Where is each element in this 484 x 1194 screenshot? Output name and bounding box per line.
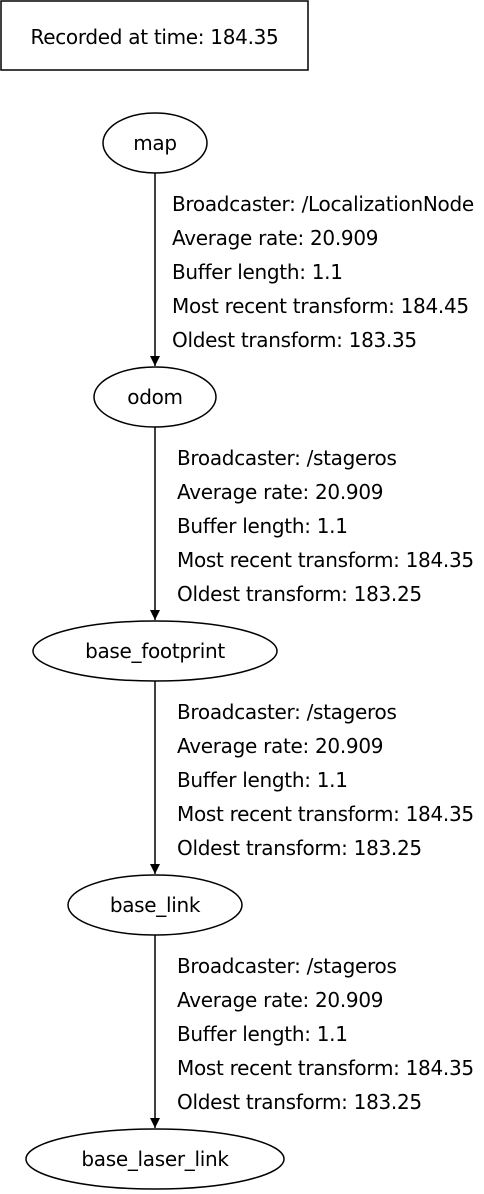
node-label: base_laser_link <box>81 1147 229 1171</box>
edge-info-line: Most recent transform: 184.35 <box>177 1056 474 1080</box>
edge-info-line: Most recent transform: 184.35 <box>177 548 474 572</box>
edge-info-line: Buffer length: 1.1 <box>172 260 343 284</box>
node-label: base_link <box>110 893 201 917</box>
edge-info-line: Broadcaster: /stageros <box>177 700 397 724</box>
node-ellipse[interactable] <box>32 620 278 682</box>
node-label: map <box>133 131 177 155</box>
node-ellipse[interactable] <box>67 874 243 936</box>
edge-info-line: Broadcaster: /stageros <box>177 446 397 470</box>
edge-info-line: Broadcaster: /LocalizationNode <box>172 192 474 216</box>
nodes-layer: map odom base_footprint base_link base_laser… <box>25 112 285 1190</box>
edge-info-line: Most recent transform: 184.45 <box>172 294 469 318</box>
frame-node-base-link[interactable]: base_link <box>67 874 243 936</box>
edge-info-line: Broadcaster: /stageros <box>177 954 397 978</box>
edge-info-line: Average rate: 20.909 <box>177 988 383 1012</box>
edge-info-line: Average rate: 20.909 <box>177 480 383 504</box>
edge-info-line: Oldest transform: 183.35 <box>172 328 417 352</box>
node-label: odom <box>127 385 182 409</box>
frame-node-odom[interactable]: odom <box>93 366 217 428</box>
edge-info-line: Oldest transform: 183.25 <box>177 836 422 860</box>
node-label: base_footprint <box>85 639 225 663</box>
header-frame <box>0 0 309 71</box>
edge-info-line: Oldest transform: 183.25 <box>177 582 422 606</box>
frame-node-map[interactable]: map <box>102 112 208 174</box>
edge-info-line: Buffer length: 1.1 <box>177 768 348 792</box>
edge-info-line: Average rate: 20.909 <box>177 734 383 758</box>
header-box: Recorded at time: 184.35 <box>0 0 309 71</box>
edge-info-line: Most recent transform: 184.35 <box>177 802 474 826</box>
edge-info-line: Average rate: 20.909 <box>172 226 378 250</box>
edge-info-line: Oldest transform: 183.25 <box>177 1090 422 1114</box>
edge-info-line: Buffer length: 1.1 <box>177 1022 348 1046</box>
header-text: Recorded at time: 184.35 <box>31 25 279 49</box>
node-ellipse[interactable] <box>25 1128 285 1190</box>
edge-info-line: Buffer length: 1.1 <box>177 514 348 538</box>
node-ellipse[interactable] <box>93 366 217 428</box>
frame-node-base-footprint[interactable]: base_footprint <box>32 620 278 682</box>
node-ellipse[interactable] <box>102 112 208 174</box>
frame-node-base-laser-link[interactable]: base_laser_link <box>25 1128 285 1190</box>
